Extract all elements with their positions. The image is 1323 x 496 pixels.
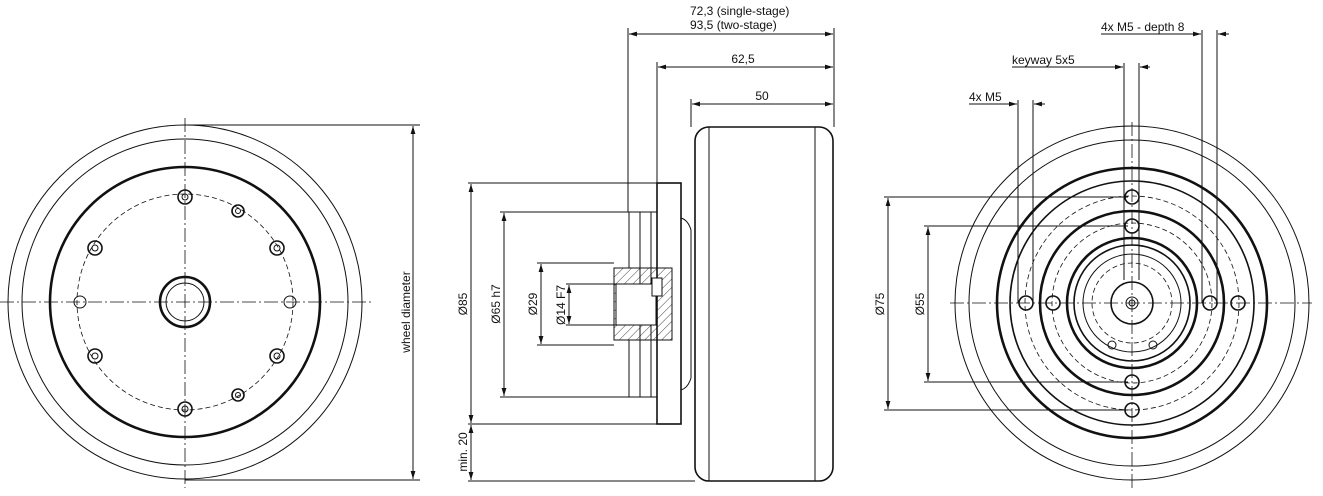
m5-depth-label: 4x M5 - depth 8 xyxy=(1101,20,1185,34)
m5-label: 4x M5 xyxy=(969,90,1002,104)
length-two-stage: 93,5 (two-stage) xyxy=(690,18,777,32)
d75-label: Ø75 xyxy=(873,292,887,315)
wheel-width: 50 xyxy=(755,89,769,103)
bolt-holes xyxy=(73,189,297,417)
front-view-right: Ø75 Ø55 4x M5 keyway 5x5 4x M5 - depth 8 xyxy=(873,20,1312,488)
flange-length: 62,5 xyxy=(731,52,755,66)
d85-label: Ø85 xyxy=(456,292,470,315)
keyway-label: keyway 5x5 xyxy=(1012,53,1075,67)
length-single-stage: 72,3 (single-stage) xyxy=(690,4,789,18)
d65-label: Ø65 h7 xyxy=(489,284,503,324)
d55-label: Ø55 xyxy=(913,292,927,315)
side-section-view: 72,3 (single-stage) 93,5 (two-stage) 62,… xyxy=(456,4,835,482)
d29-label: Ø29 xyxy=(526,292,540,315)
min20-label: min. 20 xyxy=(456,432,470,472)
front-view-left: wheel diameter xyxy=(0,118,420,488)
d14-label: Ø14 F7 xyxy=(554,285,568,325)
wheel-diameter-label: wheel diameter xyxy=(399,271,413,353)
